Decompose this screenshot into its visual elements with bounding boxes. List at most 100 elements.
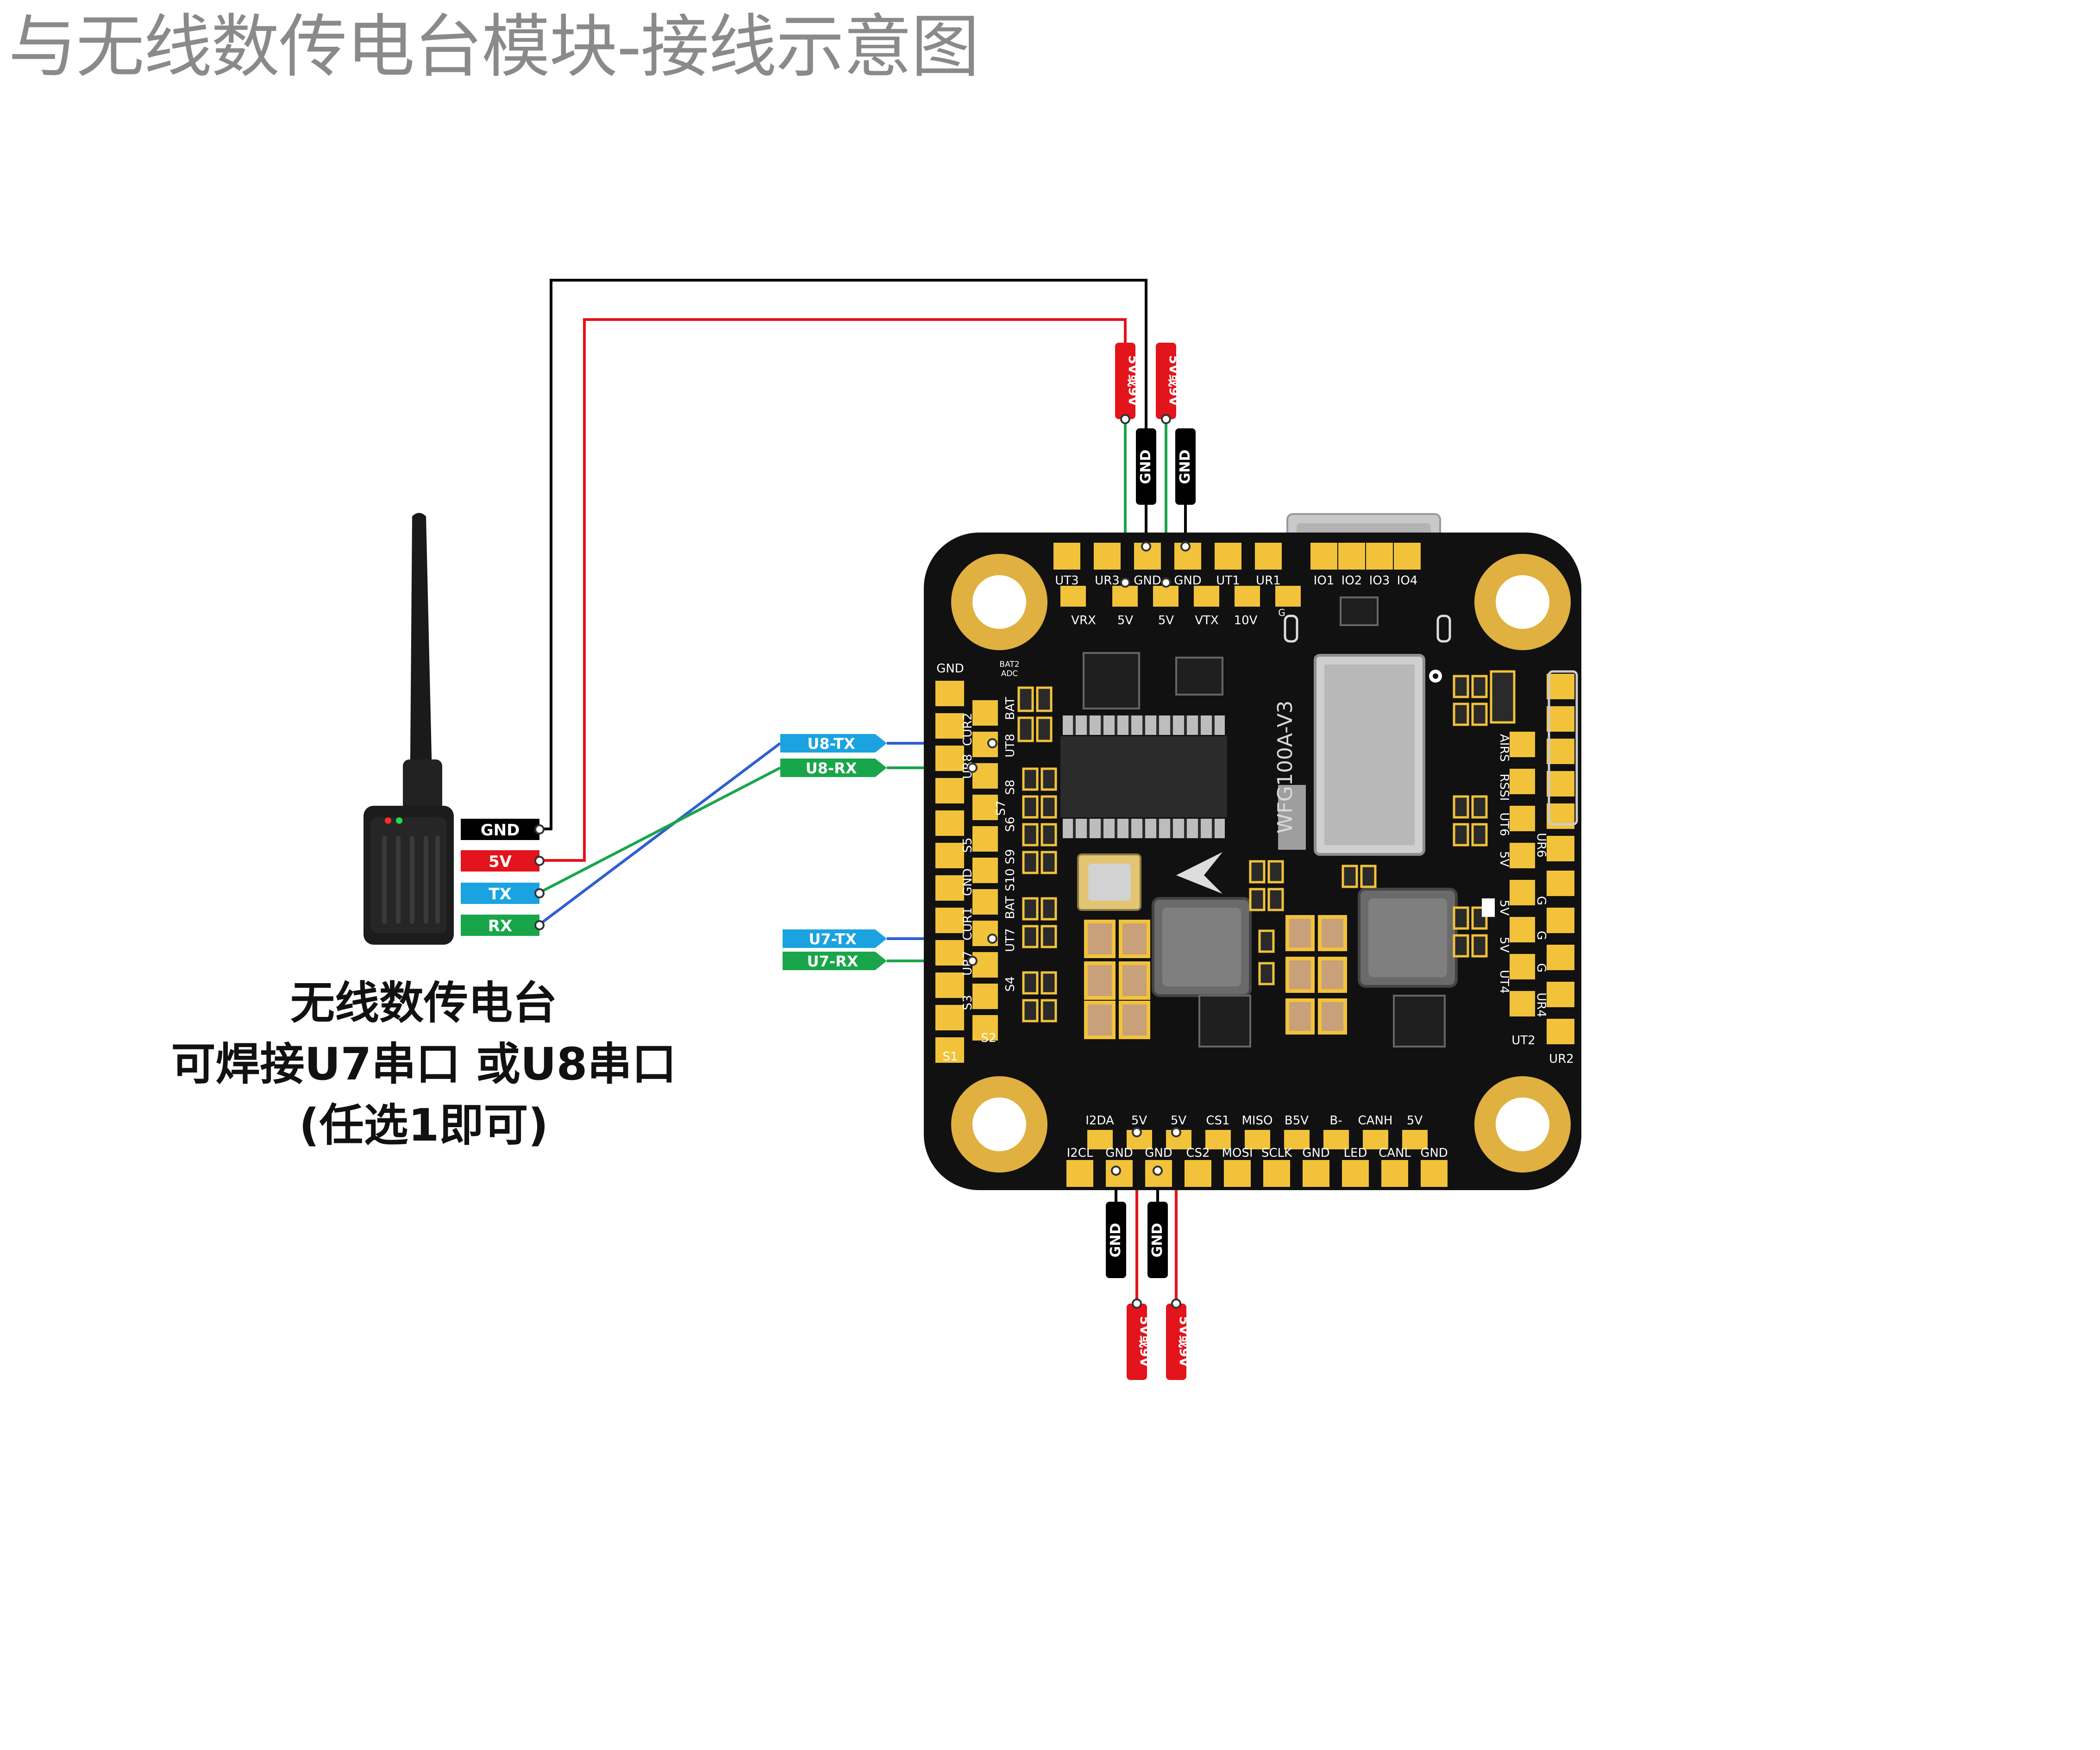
label-ur1: UR1 [1256,574,1281,588]
u7-rx-tag-label: U7-RX [807,953,859,970]
label-ut6: UT6 [1497,812,1511,836]
label-s3: S3 [961,995,975,1010]
label-s4: S4 [1003,976,1017,991]
radio-tag-rx: RX [461,915,539,936]
label-b5v: B5V [1285,1114,1309,1128]
top-5v-tag-1-label: 5V或9V [1126,355,1141,407]
radio-tag-5v: 5V [461,850,539,872]
brand-logo-icon [1176,852,1222,894]
flight-controller-board: UT3 UR3 GND GND UT1 UR1 IO1 IO2 IO3 IO4 … [924,513,1581,1190]
label-i2da: I2DA [1085,1114,1114,1128]
label-ut8: UT8 [1003,734,1017,757]
red-led [385,817,391,824]
label-5v-right-2: 5V [1497,900,1511,916]
bottom-gnd-tag-2-label: GND [1149,1223,1166,1258]
bottom-gnd-tag-1-label: GND [1108,1223,1124,1258]
label-5v-top-2: 5V [1158,614,1174,627]
label-s5: S5 [961,837,975,853]
top-gnd-tag-1: GND [1136,428,1156,505]
u8-tx-tag: U8-TX [780,734,887,753]
label-bat-1: BAT [1003,697,1017,720]
label-s7: S7 [994,800,1008,815]
uart-tags: U8-TX U8-RX U7-TX U7-RX [780,734,887,970]
solder-pads [935,543,1574,1187]
bottom-5v-tag-2-label: 5V或9V [1177,1316,1192,1367]
label-5v-right-1: 5V [1497,851,1511,867]
label-cur1: CUR1 [961,907,975,941]
label-g-right-1: G [1534,896,1548,905]
bottom-gnd-tag-1: GND [1106,1202,1126,1278]
label-vrx: VRX [1071,614,1096,627]
page-title: 与无线数传电台模块-接线示意图 [8,7,979,87]
radio-caption-line-1: 无线数传电台 [290,977,557,1029]
radio-tag-gnd: GND [461,819,539,840]
label-5v-bottom-3: 5V [1407,1114,1423,1128]
bottom-gnd-tag-2: GND [1147,1202,1168,1278]
label-cur2: CUR2 [961,713,975,746]
label-g-top: G [1278,607,1285,618]
label-5v-bottom-1: 5V [1131,1114,1147,1128]
u8-rx-tag-label: U8-RX [806,759,857,777]
label-rssi: RSSI [1497,774,1511,801]
label-ur3: UR3 [1095,574,1120,588]
components [1017,596,1578,1047]
u7-tx-tag: U7-TX [783,929,887,948]
u8-rx-tag: U8-RX [780,759,887,777]
label-io1: IO1 [1314,574,1335,588]
label-io2: IO2 [1341,574,1362,588]
label-5v-top-1: 5V [1117,614,1134,627]
label-ut3: UT3 [1055,574,1078,588]
top-gnd-tag-1-label: GND [1138,450,1154,484]
u7-rx-tag: U7-RX [783,952,887,970]
gnd-wire [537,279,1147,830]
label-io4: IO4 [1397,574,1418,588]
top-5v-tag-2-label: 5V或9V [1166,355,1182,407]
label-ut4: UT4 [1497,970,1511,993]
label-mosi: MOSI [1222,1146,1253,1160]
label-led: LED [1344,1146,1367,1160]
label-s2: S2 [981,1031,996,1045]
label-ut2: UT2 [1511,1034,1535,1047]
label-s6: S6 [1003,816,1017,832]
label-cs2: CS2 [1186,1146,1210,1160]
top-5v-tag-1: 5V或9V [1115,343,1141,419]
label-airs: AIRS [1497,734,1511,762]
radio-tag-tx: TX [461,883,539,904]
top-gnd-tag-2: GND [1175,428,1196,505]
label-10v: 10V [1234,614,1258,627]
antenna [410,513,433,815]
label-ut7: UT7 [1003,928,1017,952]
label-gnd-bottom-2: GND [1145,1146,1172,1160]
label-ut1: UT1 [1216,574,1240,588]
top-gnd-tag-2-label: GND [1177,450,1193,484]
label-cs1: CS1 [1206,1114,1229,1128]
label-canl: CANL [1379,1146,1411,1160]
silkscreen-labels: UT3 UR3 GND GND UT1 UR1 IO1 IO2 IO3 IO4 … [936,574,1574,1160]
label-vtx: VTX [1195,614,1218,627]
label-gnd-top-1: GND [1134,574,1161,588]
label-gnd-bottom-4: GND [1420,1146,1448,1160]
label-ur4: UR4 [1534,992,1548,1017]
label-s1: S1 [942,1050,958,1064]
radio-caption-line-2: 可焊接U7串口 或U8串口 [171,1038,677,1090]
label-g-right-2: G [1534,931,1548,940]
label-io3: IO3 [1369,574,1390,588]
tx-wire [536,742,781,928]
board-model-label: WFG100A-V3 [1273,701,1297,834]
label-gnd-bottom-3: GND [1302,1146,1330,1160]
label-gnd-bottom-1: GND [1105,1146,1133,1160]
radio-tag-gnd-label: GND [481,821,520,840]
label-ur6: UR6 [1534,833,1548,858]
radio-caption: 无线数传电台 可焊接U7串口 或U8串口 (任选1即可) [157,972,690,1156]
power-tags: 5V或9V 5V或9V GND GND GND GND [1106,343,1196,1380]
bottom-5v-tag-1-label: 5V或9V [1137,1316,1153,1367]
label-s9: S9 [1003,849,1017,864]
label-g-right-3: G [1534,963,1548,972]
radio-tag-rx-label: RX [488,917,512,935]
label-gnd-left-2: GND [961,868,975,896]
radio-module [364,513,454,945]
label-5v-bottom-2: 5V [1171,1114,1187,1128]
mounting-holes [951,554,1571,1173]
